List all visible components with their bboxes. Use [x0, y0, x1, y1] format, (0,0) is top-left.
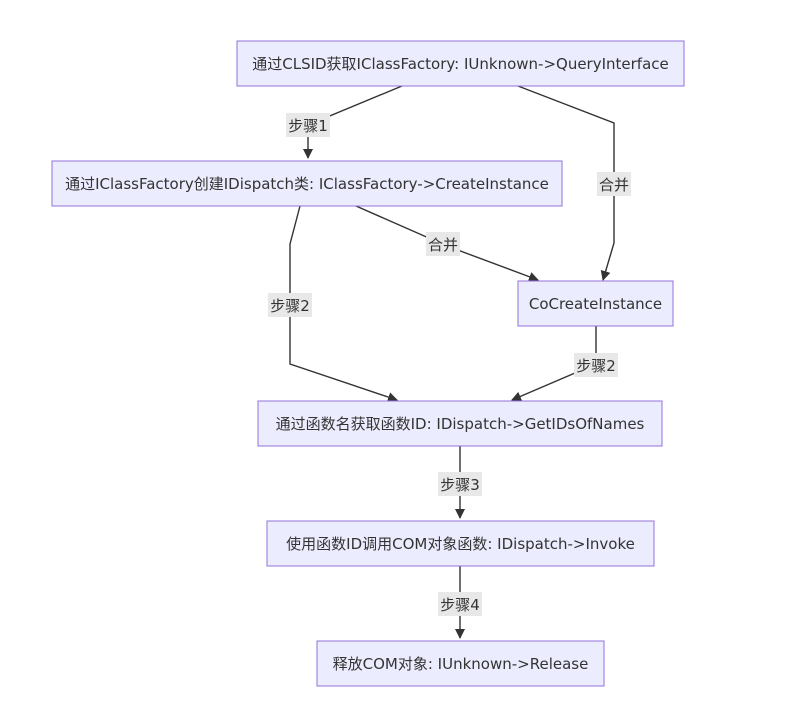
- node-create-instance-label: 通过IClassFactory创建IDispatch类: IClassFacto…: [65, 175, 549, 193]
- node-cocreateinstance-label: CoCreateInstance: [529, 295, 662, 313]
- node-query-interface[interactable]: 通过CLSID获取IClassFactory: IUnknown->QueryI…: [236, 40, 685, 87]
- node-release-label: 释放COM对象: IUnknown->Release: [333, 655, 589, 673]
- edge-label-step2-right: 步骤2: [574, 353, 618, 377]
- edge-label-step3: 步骤3: [438, 472, 482, 496]
- node-get-ids-of-names[interactable]: 通过函数名获取函数ID: IDispatch->GetIDsOfNames: [257, 400, 663, 447]
- node-query-interface-label: 通过CLSID获取IClassFactory: IUnknown->QueryI…: [252, 55, 669, 73]
- edge-label-merge-middle: 合并: [426, 232, 460, 256]
- node-invoke-label: 使用函数ID调用COM对象函数: IDispatch->Invoke: [286, 535, 635, 553]
- edge-labels: 步骤1 合并 合并 步骤2 步骤2 步骤3 步骤4: [268, 113, 631, 616]
- edge-label-step4-text: 步骤4: [440, 596, 480, 614]
- node-get-ids-of-names-label: 通过函数名获取函数ID: IDispatch->GetIDsOfNames: [276, 415, 645, 433]
- edge-label-step1: 步骤1: [286, 113, 330, 137]
- edge-label-merge-middle-text: 合并: [428, 236, 458, 254]
- edge-label-step2-right-text: 步骤2: [576, 357, 616, 375]
- node-cocreateinstance[interactable]: CoCreateInstance: [517, 280, 674, 327]
- edge-label-step4: 步骤4: [438, 592, 482, 616]
- edge-label-merge-right-text: 合并: [599, 176, 629, 194]
- edge-label-step1-text: 步骤1: [288, 117, 328, 135]
- edge-label-step2-left: 步骤2: [268, 293, 312, 317]
- nodes: 通过CLSID获取IClassFactory: IUnknown->QueryI…: [51, 40, 685, 687]
- edge-label-step3-text: 步骤3: [440, 476, 480, 494]
- node-release[interactable]: 释放COM对象: IUnknown->Release: [316, 640, 605, 687]
- node-invoke[interactable]: 使用函数ID调用COM对象函数: IDispatch->Invoke: [266, 520, 655, 567]
- edge-label-merge-right: 合并: [597, 172, 631, 196]
- node-create-instance[interactable]: 通过IClassFactory创建IDispatch类: IClassFacto…: [51, 160, 563, 207]
- edge-label-step2-left-text: 步骤2: [270, 297, 310, 315]
